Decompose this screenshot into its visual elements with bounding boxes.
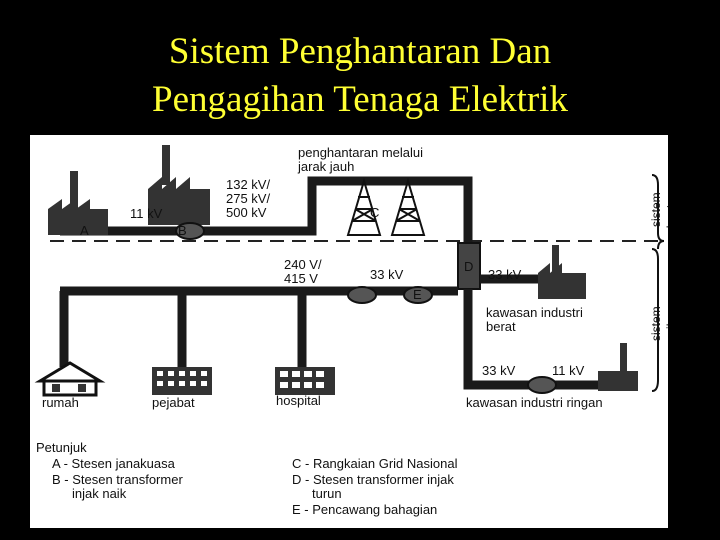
transformer-e-right [527, 376, 557, 394]
legend-item-c: C - Rangkaian Grid Nasional [292, 456, 458, 471]
line-to-light-industry [463, 289, 535, 390]
diagram-panel: penghantaran melalui jarak jauh 11 kV 13… [30, 135, 678, 528]
hospital-icon [275, 367, 335, 395]
legend-item-d-1: D - Stesen transformer injak [292, 472, 454, 487]
transformer-e-mid [403, 286, 433, 304]
transformer-b [175, 222, 205, 240]
label-house: rumah [42, 395, 79, 410]
power-station-a [48, 171, 108, 235]
legend-item-a: A - Stesen janakuasa [52, 456, 175, 471]
label-hospital: hospital [276, 393, 321, 408]
label-33kv-bottom: 33 kV [482, 363, 516, 378]
transmission-line [200, 176, 473, 243]
legend-item-e: E - Pencawang bahagian [292, 502, 438, 517]
label-33kv-mid: 33 kV [370, 267, 404, 282]
step-up-station-b [148, 145, 210, 225]
label-132kv: 132 kV/ [226, 177, 270, 192]
pylon-left [346, 177, 382, 236]
house-icon [34, 361, 106, 397]
title-line-1: Sistem Penghantaran Dan [168, 31, 552, 72]
office-icon [152, 367, 212, 395]
label-11kv-bottom: 11 kV [552, 363, 585, 378]
legend-heading: Petunjuk [36, 440, 87, 455]
slide-title: Sistem Penghantaran Dan Pengagihan Tenag… [0, 28, 720, 124]
legend-item-b-1: B - Stesen transformer [52, 472, 183, 487]
label-light-industry: kawasan industri ringan [466, 395, 603, 410]
side-label-distribution-1: sistem [649, 306, 663, 341]
side-label-distribution-2: pengagihan [664, 306, 668, 369]
label-transmission-2: jarak jauh [297, 159, 354, 174]
label-500kv: 500 kV [226, 205, 267, 220]
label-heavy-industry-2: berat [486, 319, 516, 334]
label-e: E [413, 287, 422, 302]
label-c: C [370, 205, 379, 220]
legend-left-column: A - Stesen janakuasa B - Stesen transfor… [52, 457, 183, 501]
title-line-2: Pengagihan Tenaga Elektrik [152, 79, 568, 120]
label-a: A [80, 223, 89, 238]
legend-item-d-2: turun [312, 486, 342, 501]
label-275kv: 275 kV/ [226, 191, 270, 206]
label-33kv-right: 33 kV [488, 267, 522, 282]
brace-distribution [651, 248, 659, 392]
heavy-industry-factory [538, 245, 586, 299]
label-415v: 415 V [284, 271, 318, 286]
label-office: pejabat [152, 395, 195, 410]
label-heavy-industry-1: kawasan industri [486, 305, 583, 320]
legend-right-column: C - Rangkaian Grid Nasional D - Stesen t… [292, 457, 457, 517]
pylon-right [390, 177, 426, 236]
legend: Petunjuk [36, 441, 87, 455]
label-b: B [178, 223, 187, 238]
label-transmission-1: penghantaran melalui [298, 145, 423, 160]
label-d: D [464, 259, 473, 274]
light-industry-factory [598, 343, 638, 391]
brace-transmission [651, 174, 665, 250]
side-label-transmission-1: sistem [649, 192, 663, 227]
side-label-transmission-2: penghantaran [664, 181, 668, 255]
label-11kv-a: 11 kV [130, 206, 163, 221]
legend-item-b-2: injak naik [72, 486, 127, 501]
transformer-e-left [347, 286, 377, 304]
distribution-diagram: penghantaran melalui jarak jauh 11 kV 13… [34, 145, 678, 410]
label-240v: 240 V/ [284, 257, 322, 272]
